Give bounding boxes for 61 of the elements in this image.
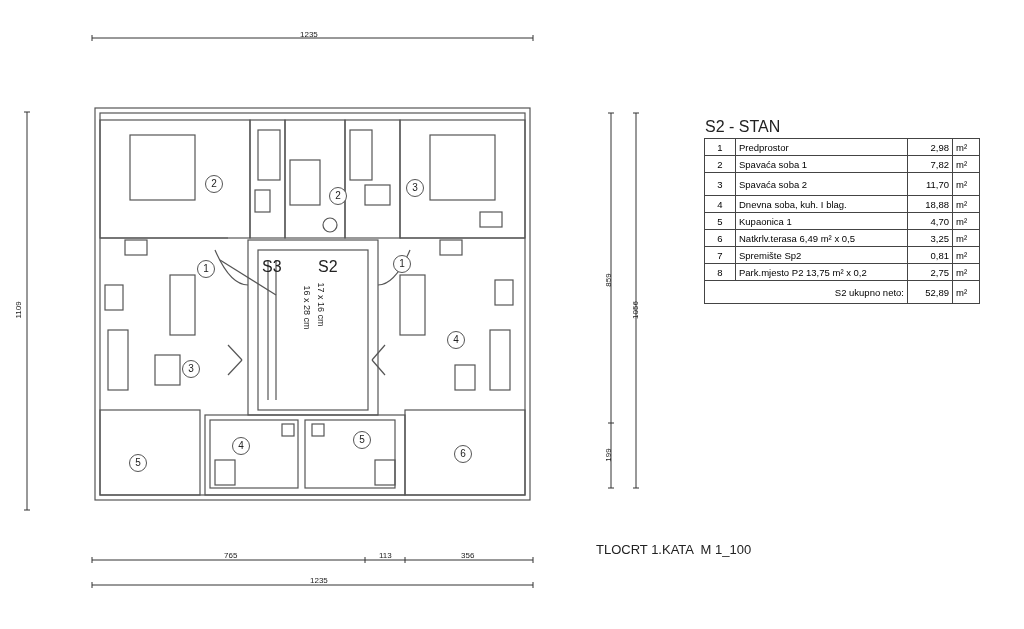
room-number: 4	[447, 331, 465, 349]
room-number: 1	[393, 255, 411, 273]
dimension-value: 1109	[14, 301, 23, 319]
table-cell: m²	[952, 280, 980, 304]
table-cell: Spavaća soba 1	[735, 155, 908, 173]
dimension-value: 765	[224, 552, 238, 560]
dimension-value: 356	[461, 552, 475, 560]
table-cell: S2 ukupno neto:	[704, 280, 908, 304]
table-cell: Predprostor	[735, 138, 908, 156]
table-cell: 3,25	[907, 229, 953, 247]
table-cell: 8	[704, 263, 736, 281]
table-cell: 5	[704, 212, 736, 230]
table-cell: m²	[952, 195, 980, 213]
apartment-label: S2	[318, 259, 338, 275]
table-cell: 2	[704, 155, 736, 173]
table-cell: 18,88	[907, 195, 953, 213]
dimension-value: 1235	[300, 31, 318, 39]
table-cell: 6	[704, 229, 736, 247]
table-cell: 0,81	[907, 246, 953, 264]
table-cell: Spremište Sp2	[735, 246, 908, 264]
table-cell: 4,70	[907, 212, 953, 230]
room-number: 3	[406, 179, 424, 197]
room-number: 2	[205, 175, 223, 193]
dimension-value: 859	[604, 273, 613, 287]
table-cell: 7,82	[907, 155, 953, 173]
table-cell: Spavaća soba 2	[735, 172, 908, 196]
dimension-value: 199	[604, 448, 613, 462]
table-cell: 11,70	[907, 172, 953, 196]
table-cell: 2,98	[907, 138, 953, 156]
room-number: 2	[329, 187, 347, 205]
room-number: 4	[232, 437, 250, 455]
room-number: 5	[129, 454, 147, 472]
table-cell: Dnevna soba, kuh. I blag.	[735, 195, 908, 213]
table-cell: m²	[952, 212, 980, 230]
table-cell: 1	[704, 138, 736, 156]
table-cell: m²	[952, 172, 980, 196]
table-cell: m²	[952, 155, 980, 173]
table-cell: 4	[704, 195, 736, 213]
table-cell: Kupaonica 1	[735, 212, 908, 230]
dimension-value: 113	[379, 552, 392, 560]
table-cell: m²	[952, 246, 980, 264]
table-cell: m²	[952, 138, 980, 156]
table-heading: S2 - STAN	[705, 119, 781, 135]
room-number: 3	[182, 360, 200, 378]
room-number: 5	[353, 431, 371, 449]
table-cell: 2,75	[907, 263, 953, 281]
room-number: 1	[197, 260, 215, 278]
stair-dimension: 17 x 16 cm	[315, 282, 325, 327]
table-cell: 52,89	[907, 280, 953, 304]
drawing-caption: TLOCRT 1.KATA M 1_100	[596, 543, 752, 556]
table-cell: Natkrlv.terasa 6,49 m² x 0,5	[735, 229, 908, 247]
table-cell: 7	[704, 246, 736, 264]
stair-dimension: 16 x 28 cm	[301, 285, 311, 330]
dimension-value: 1235	[310, 577, 328, 585]
table-cell: 3	[704, 172, 736, 196]
table-cell: Park.mjesto P2 13,75 m² x 0,2	[735, 263, 908, 281]
table-cell: m²	[952, 229, 980, 247]
dimension-value: 1056	[631, 301, 640, 319]
table-cell: m²	[952, 263, 980, 281]
room-number: 6	[454, 445, 472, 463]
apartment-label: S3	[262, 259, 282, 275]
